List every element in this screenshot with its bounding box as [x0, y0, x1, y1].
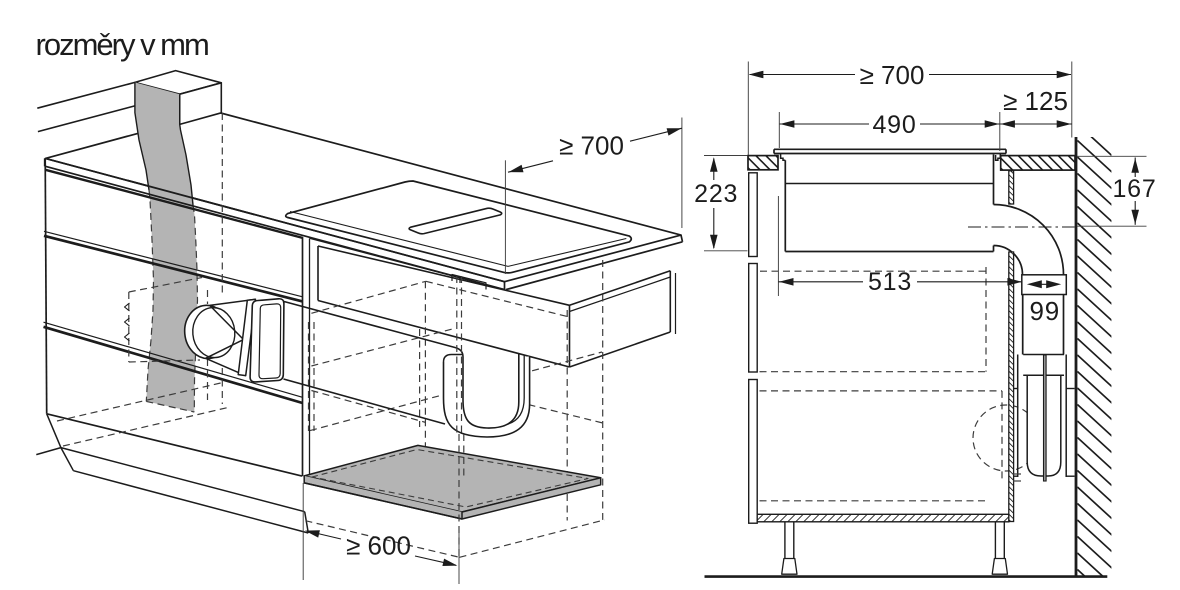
svg-text:≥ 700: ≥ 700	[860, 60, 925, 90]
svg-text:rozměry v mm: rozměry v mm	[36, 27, 209, 62]
svg-text:167: 167	[1112, 175, 1156, 203]
svg-text:≥ 700: ≥ 700	[559, 131, 624, 161]
svg-text:≥ 600: ≥ 600	[346, 531, 411, 561]
svg-text:490: 490	[872, 111, 916, 139]
svg-text:99: 99	[1030, 296, 1061, 326]
svg-text:513: 513	[868, 268, 912, 296]
svg-text:223: 223	[694, 180, 738, 208]
svg-text:≥ 125: ≥ 125	[1003, 86, 1068, 116]
